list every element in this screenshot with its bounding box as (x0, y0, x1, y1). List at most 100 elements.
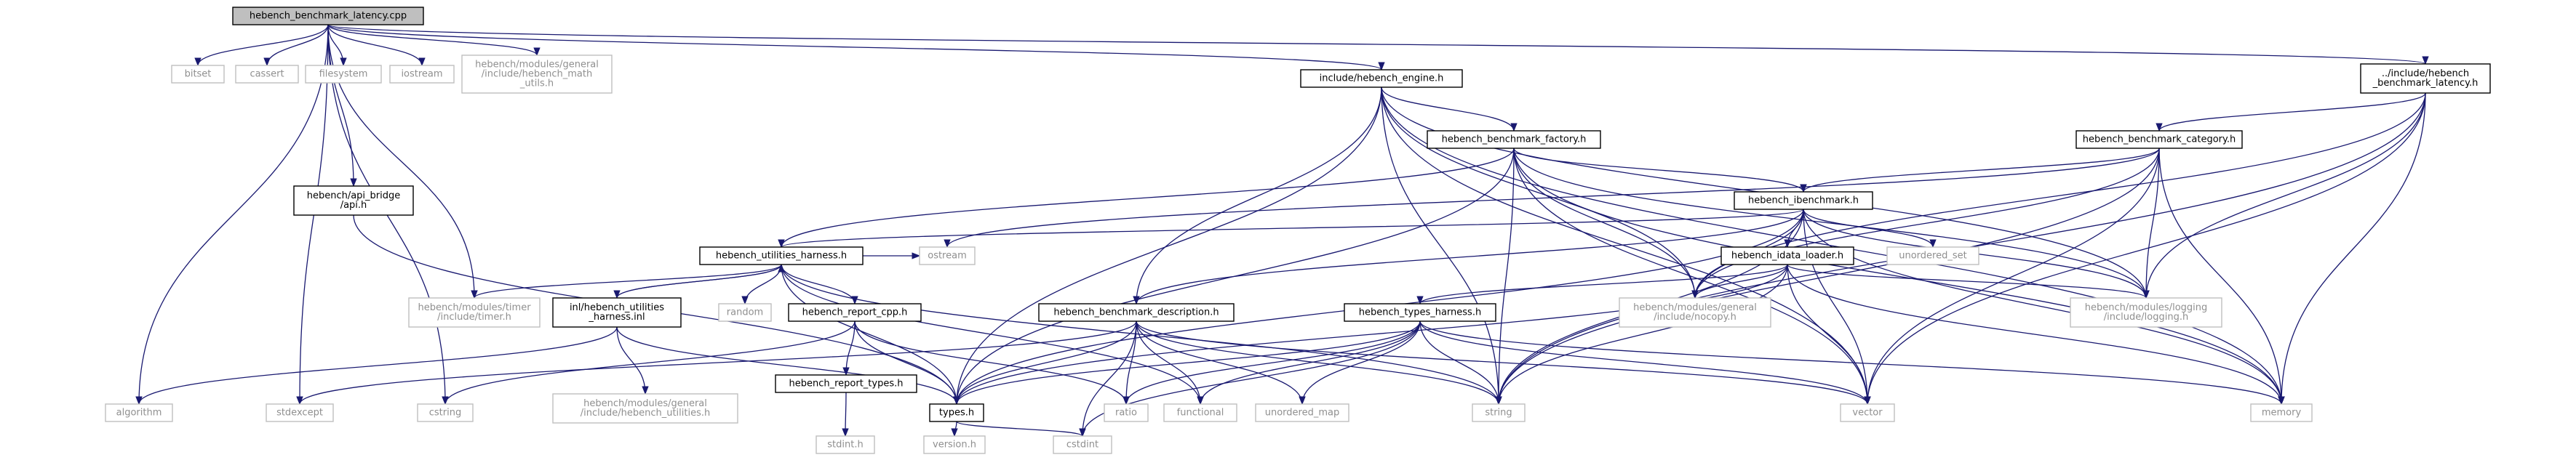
edge-idata_loader-to-string (1495, 264, 1788, 405)
node-box (816, 435, 875, 454)
edge-root-to-bitset (194, 24, 329, 67)
node-label: /include/logging.h (2104, 312, 2188, 323)
node-box (919, 246, 976, 265)
node-label: include/hebench_engine.h (1320, 73, 1444, 84)
node-box (408, 297, 541, 328)
node-label: hebench_report_types.h (789, 379, 903, 390)
node-label: version.h (933, 440, 976, 451)
node-box (552, 297, 682, 328)
node-label: hebench/modules/logging (2085, 302, 2208, 313)
edge-layer (135, 24, 2428, 437)
edge-ibenchmark-to-benchmark_description (1133, 209, 1804, 305)
edge-ibenchmark-to-utilities_harness (778, 209, 1804, 249)
node-inc-latency[interactable]: ../include/hebench_benchmark_latency.h (2360, 63, 2491, 94)
node-version: version.h (923, 435, 986, 454)
node-label: algorithm (116, 408, 162, 419)
edge-idata_loader-to-memory (1787, 264, 2285, 405)
node-stdexcept: stdexcept (266, 403, 334, 422)
edge-benchmark_description-to-cstdint (1079, 320, 1137, 437)
edge-benchmark_description-to-types_h (953, 320, 1137, 405)
node-root[interactable]: hebench_benchmark_latency.cpp (232, 7, 424, 25)
node-label: cstring (429, 408, 461, 419)
edge-types_harness-to-string (1419, 320, 1502, 405)
node-algorithm: algorithm (105, 403, 173, 422)
edge-types_harness-to-cstdint (1079, 320, 1421, 437)
node-box (232, 7, 424, 25)
node-nocopy: hebench/modules/general/include/nocopy.h (1619, 297, 1771, 328)
node-box (1255, 403, 1349, 422)
node-box (417, 403, 474, 422)
node-random: random (718, 303, 772, 322)
node-label: hebench_benchmark_description.h (1053, 307, 1219, 318)
node-benchmark-category[interactable]: hebench_benchmark_category.h (2075, 130, 2243, 149)
node-math-utils: hebench/modules/general/include/hebench_… (461, 55, 613, 94)
node-box (699, 246, 864, 265)
node-utilities-inl[interactable]: inl/hebench_utilities_harness.inl (552, 297, 682, 328)
edge-root-to-inc_latency (327, 24, 2428, 65)
node-idata-loader[interactable]: hebench_idata_loader.h (1720, 246, 1854, 265)
node-report-cpp[interactable]: hebench_report_cpp.h (788, 303, 922, 322)
node-timer: hebench/modules/timer/include/timer.h (408, 297, 541, 328)
edge-benchmark_factory-to-nocopy (1513, 148, 1699, 299)
edge-inc_latency-to-logging (2142, 92, 2426, 299)
edge-idata_loader-to-types_harness (1416, 264, 1788, 305)
node-box (305, 65, 382, 84)
edge-ibenchmark-to-memory (1803, 209, 2285, 405)
node-label: hebench_benchmark_latency.cpp (250, 11, 407, 22)
node-label: ratio (1115, 408, 1137, 419)
node-box (1427, 130, 1601, 149)
node-utilities-harness[interactable]: hebench_utilities_harness.h (699, 246, 864, 265)
edge-types_h-to-version (951, 421, 958, 437)
node-box (1104, 403, 1149, 422)
node-label: ostream (928, 251, 967, 262)
node-box (235, 65, 299, 84)
edge-root-to-include_engine (327, 24, 1385, 71)
node-types-h[interactable]: types.h (929, 403, 984, 422)
node-label: iostream (401, 69, 442, 80)
node-label: /include/nocopy.h (1654, 312, 1736, 323)
edge-utilities_inl-to-utilities_harness (616, 263, 785, 299)
node-api-bridge[interactable]: hebench/api_bridge/api.h (293, 185, 414, 216)
node-benchmark-factory[interactable]: hebench_benchmark_factory.h (1427, 130, 1601, 149)
edge-idata_loader-to-types_h (953, 264, 1788, 405)
edge-utilities_harness-to-random (741, 264, 782, 305)
node-cstdint: cstdint (1053, 435, 1112, 454)
edge-benchmark_description-to-ratio (1122, 320, 1137, 405)
edge-report_cpp-to-report_types (842, 320, 856, 376)
node-report-types[interactable]: hebench_report_types.h (775, 374, 917, 393)
node-box (2360, 63, 2491, 94)
edge-benchmark_category-to-nocopy (1691, 148, 2160, 299)
node-box (718, 303, 772, 322)
edge-benchmark_factory-to-memory (1513, 148, 2285, 405)
node-benchmark-description[interactable]: hebench_benchmark_description.h (1038, 303, 1235, 322)
node-iostream: iostream (389, 65, 455, 84)
node-general-utilities: hebench/modules/general/include/hebench_… (552, 393, 738, 424)
node-box (2070, 297, 2222, 328)
node-types-harness[interactable]: hebench_types_harness.h (1344, 303, 1496, 322)
node-box (389, 65, 455, 84)
node-box (2075, 130, 2243, 149)
node-label: /include/timer.h (437, 312, 511, 323)
node-ratio: ratio (1104, 403, 1149, 422)
node-box (2250, 403, 2313, 422)
node-box (552, 393, 738, 424)
edge-inc_latency-to-vector (1864, 92, 2426, 405)
node-layer: hebench_benchmark_latency.cppalgorithmbi… (105, 7, 2491, 454)
edge-benchmark_category-to-vector (1864, 148, 2160, 405)
edge-report_types-to-stdint (842, 392, 849, 437)
node-unordered-set: unordered_set (1886, 246, 1979, 265)
node-ibenchmark[interactable]: hebench_ibenchmark.h (1734, 191, 1873, 210)
node-label: random (727, 307, 763, 318)
node-box (1886, 246, 1979, 265)
edge-root-to-api_bridge (327, 24, 357, 187)
node-label: hebench_benchmark_category.h (2083, 134, 2236, 145)
node-box (1734, 191, 1873, 210)
node-label: hebench/api_bridge (307, 190, 401, 201)
node-cassert: cassert (235, 65, 299, 84)
node-box (461, 55, 613, 94)
node-label: hebench_report_cpp.h (802, 307, 908, 318)
node-include-engine[interactable]: include/hebench_engine.h (1300, 69, 1463, 88)
node-label: vector (1852, 408, 1883, 419)
edge-root-to-math_utils (327, 24, 541, 57)
node-label: string (1485, 408, 1512, 419)
